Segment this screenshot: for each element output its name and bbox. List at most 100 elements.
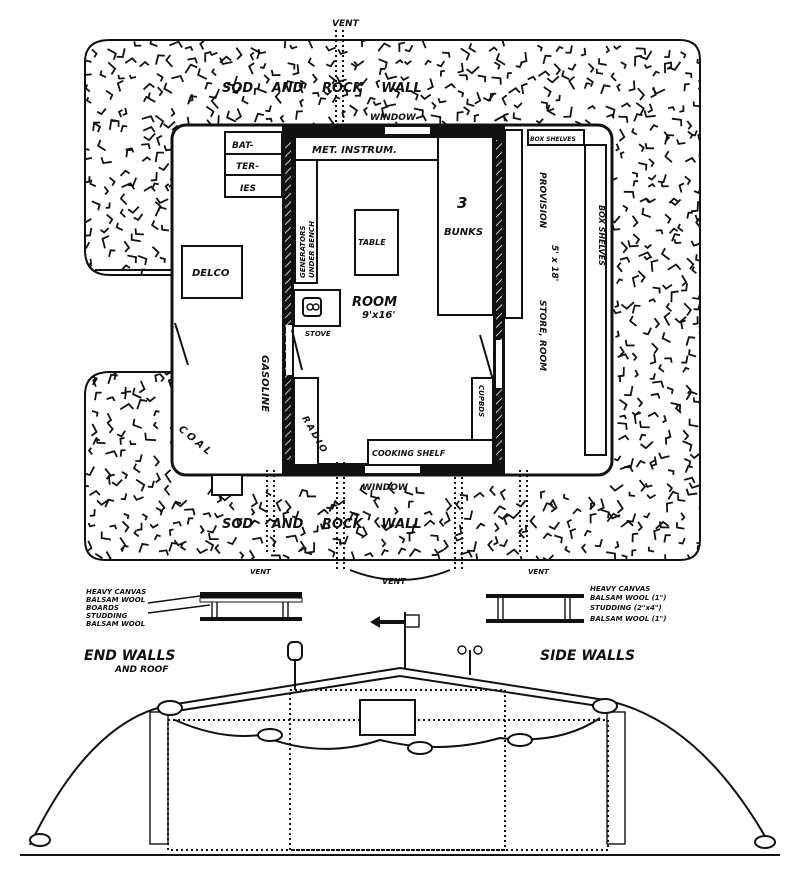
- sod-mark: [85, 352, 95, 359]
- sod-mark: [253, 112, 265, 123]
- sod-mark: [643, 512, 651, 519]
- sod-mark: [102, 319, 113, 333]
- sod-mark: [664, 150, 673, 163]
- sod-mark: [626, 513, 637, 523]
- sod-mark: [696, 545, 700, 552]
- sod-mark: [678, 537, 686, 545]
- sod-mark: [366, 96, 376, 105]
- sod-mark: [119, 436, 125, 445]
- sod-mark: [618, 434, 630, 441]
- sod-mark: [249, 51, 255, 61]
- sod-mark: [279, 114, 285, 123]
- sod-mark: [250, 507, 256, 516]
- delco-label: DELCO: [192, 268, 230, 279]
- sod-mark: [116, 48, 126, 58]
- sod-mark: [494, 115, 509, 123]
- sod-mark: [506, 548, 520, 556]
- sod-mark: [499, 488, 506, 501]
- sod-mark: [638, 162, 648, 171]
- cupbds-label: CUPBDS: [477, 385, 485, 417]
- sod-mark: [619, 374, 625, 383]
- sod-mark: [88, 339, 100, 348]
- sod-mark: [631, 304, 641, 314]
- sod-mark: [120, 124, 128, 133]
- sod-mark: [85, 218, 92, 224]
- sod-mark: [464, 510, 474, 520]
- sod-mark: [100, 227, 110, 234]
- sod-mark: [631, 532, 639, 543]
- sod-mark: [631, 274, 640, 288]
- sod-mark: [661, 284, 673, 290]
- sod-mark: [660, 181, 669, 188]
- side-wall-section: [486, 594, 584, 623]
- sod-mark: [375, 79, 381, 89]
- sod-mark: [643, 64, 652, 69]
- sod-mark: [123, 512, 130, 520]
- sod-mark: [702, 411, 712, 417]
- sod-mark: [548, 499, 556, 510]
- door-room-left: [291, 329, 303, 371]
- sod-mark: [693, 302, 700, 311]
- sod-mark: [691, 130, 698, 137]
- sod-mark: [172, 521, 182, 527]
- sod-mark: [153, 318, 159, 327]
- sod-mark: [641, 207, 652, 219]
- sod-mark: [670, 402, 682, 412]
- sod-mark: [664, 357, 673, 363]
- sod-mark: [610, 72, 617, 82]
- sod-mark: [691, 266, 697, 274]
- sod-mark: [667, 469, 675, 476]
- sod-mark: [120, 493, 128, 501]
- sod-mark: [487, 539, 494, 552]
- sod-mark: [650, 456, 658, 467]
- sod-mark: [139, 60, 150, 68]
- sod-mark: [631, 171, 639, 178]
- sod-mark: [119, 208, 126, 218]
- sod-mark: [150, 172, 158, 182]
- sod-mark: [569, 527, 577, 540]
- sod-mark: [227, 75, 238, 87]
- sod-mark: [427, 78, 434, 91]
- sod-mark: [119, 169, 131, 177]
- sod-mark: [661, 332, 671, 343]
- sod-mark: [512, 112, 522, 121]
- sod-mark: [702, 525, 708, 533]
- sod-mark: [168, 528, 174, 536]
- sod-mark: [685, 488, 698, 496]
- sod-mark: [292, 64, 300, 76]
- sod-mark: [637, 87, 646, 101]
- sod-mark: [628, 80, 636, 92]
- sod-mark: [606, 512, 620, 523]
- sod-mark: [580, 47, 587, 57]
- sod-mark: [671, 233, 681, 242]
- sod-mark: [663, 311, 671, 327]
- sod-mark: [696, 58, 700, 65]
- sod-mark: [216, 493, 223, 504]
- sod-mark: [164, 469, 172, 484]
- sod-mark: [133, 41, 142, 47]
- sod-mark: [520, 51, 528, 64]
- sod-mark: [119, 193, 128, 206]
- sod-mark: [442, 51, 451, 58]
- sod-mark: [520, 82, 528, 95]
- sod-mark: [121, 520, 130, 533]
- sod-mark: [491, 76, 502, 85]
- sod-mark: [105, 202, 111, 209]
- sod-mark: [431, 101, 437, 110]
- sod-mark: [670, 290, 679, 303]
- sod-mark: [633, 113, 643, 122]
- sod-mark: [676, 522, 685, 530]
- sod-mark: [107, 422, 114, 434]
- sod-mark: [685, 336, 696, 346]
- sod-mark: [116, 79, 124, 92]
- sod-mark: [616, 83, 621, 92]
- sod-mark: [631, 128, 638, 136]
- provision-size-label: 5' x 18': [549, 245, 559, 281]
- sod-mark: [85, 143, 90, 151]
- sod-mark: [692, 290, 700, 300]
- sod-mark: [207, 524, 218, 534]
- sod-mark: [628, 491, 636, 497]
- sod-mark: [621, 554, 628, 560]
- sod-mark: [328, 74, 336, 85]
